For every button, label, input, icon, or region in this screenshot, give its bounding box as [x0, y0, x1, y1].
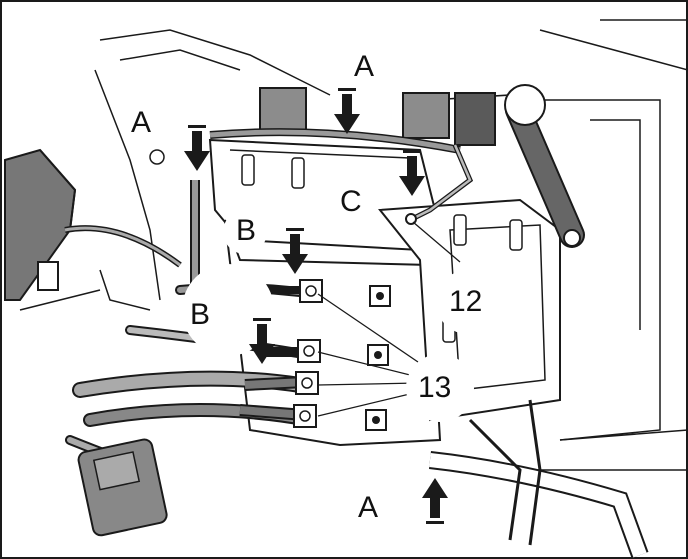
connector [454, 92, 496, 146]
callout-a-left: A [131, 106, 152, 139]
battery-cable [504, 84, 585, 248]
arrow-down [282, 228, 308, 274]
callout-12: 12 [449, 285, 483, 318]
label-backgrounds [182, 178, 500, 422]
arrow-down [249, 318, 275, 364]
pointer-arrows [184, 88, 448, 524]
callout-b-lower: B [190, 298, 211, 331]
body-structure-lines [19, 19, 688, 471]
stud-bolt [149, 149, 165, 165]
arrow-up [422, 478, 448, 524]
bottom-harness [429, 399, 649, 559]
left-component [4, 148, 77, 301]
stud-bolt [241, 154, 255, 186]
terminal-group [239, 279, 391, 431]
callout-c: C [340, 185, 362, 218]
callout-13: 13 [418, 371, 452, 404]
stud-bolt [291, 157, 305, 189]
callout-a-bottom: A [358, 491, 379, 524]
stud-bolt [453, 214, 467, 246]
connector [259, 87, 307, 134]
harness-connector [77, 438, 168, 537]
arrow-down [184, 125, 210, 171]
leader-lines [317, 221, 461, 417]
connector [402, 92, 450, 139]
callout-b-upper: B [236, 214, 257, 247]
arrow-down [399, 150, 425, 196]
stud-bolt [509, 219, 523, 251]
top-connectors [259, 87, 496, 146]
ground-nut [405, 213, 417, 225]
arrow-down [334, 88, 360, 134]
callout-a-top: A [354, 50, 375, 83]
